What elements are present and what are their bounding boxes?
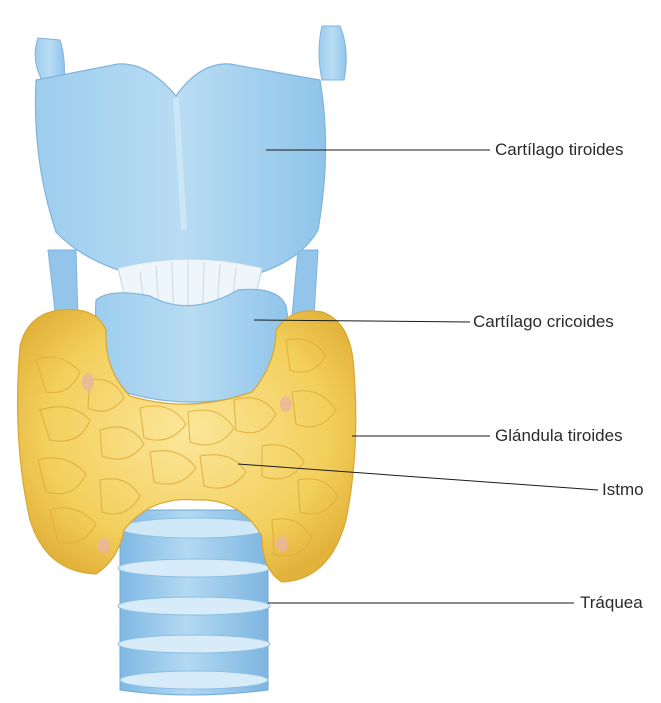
label-thyroid-cartilage: Cartílago tiroides xyxy=(495,140,624,160)
trachea-shape xyxy=(118,510,270,695)
label-trachea: Tráquea xyxy=(580,593,643,613)
label-cricoid-cartilage: Cartílago cricoides xyxy=(473,312,614,332)
label-thyroid-gland: Glándula tiroides xyxy=(495,426,623,446)
label-isthmus: Istmo xyxy=(602,480,644,500)
thyroid-cartilage-shape xyxy=(35,64,325,276)
